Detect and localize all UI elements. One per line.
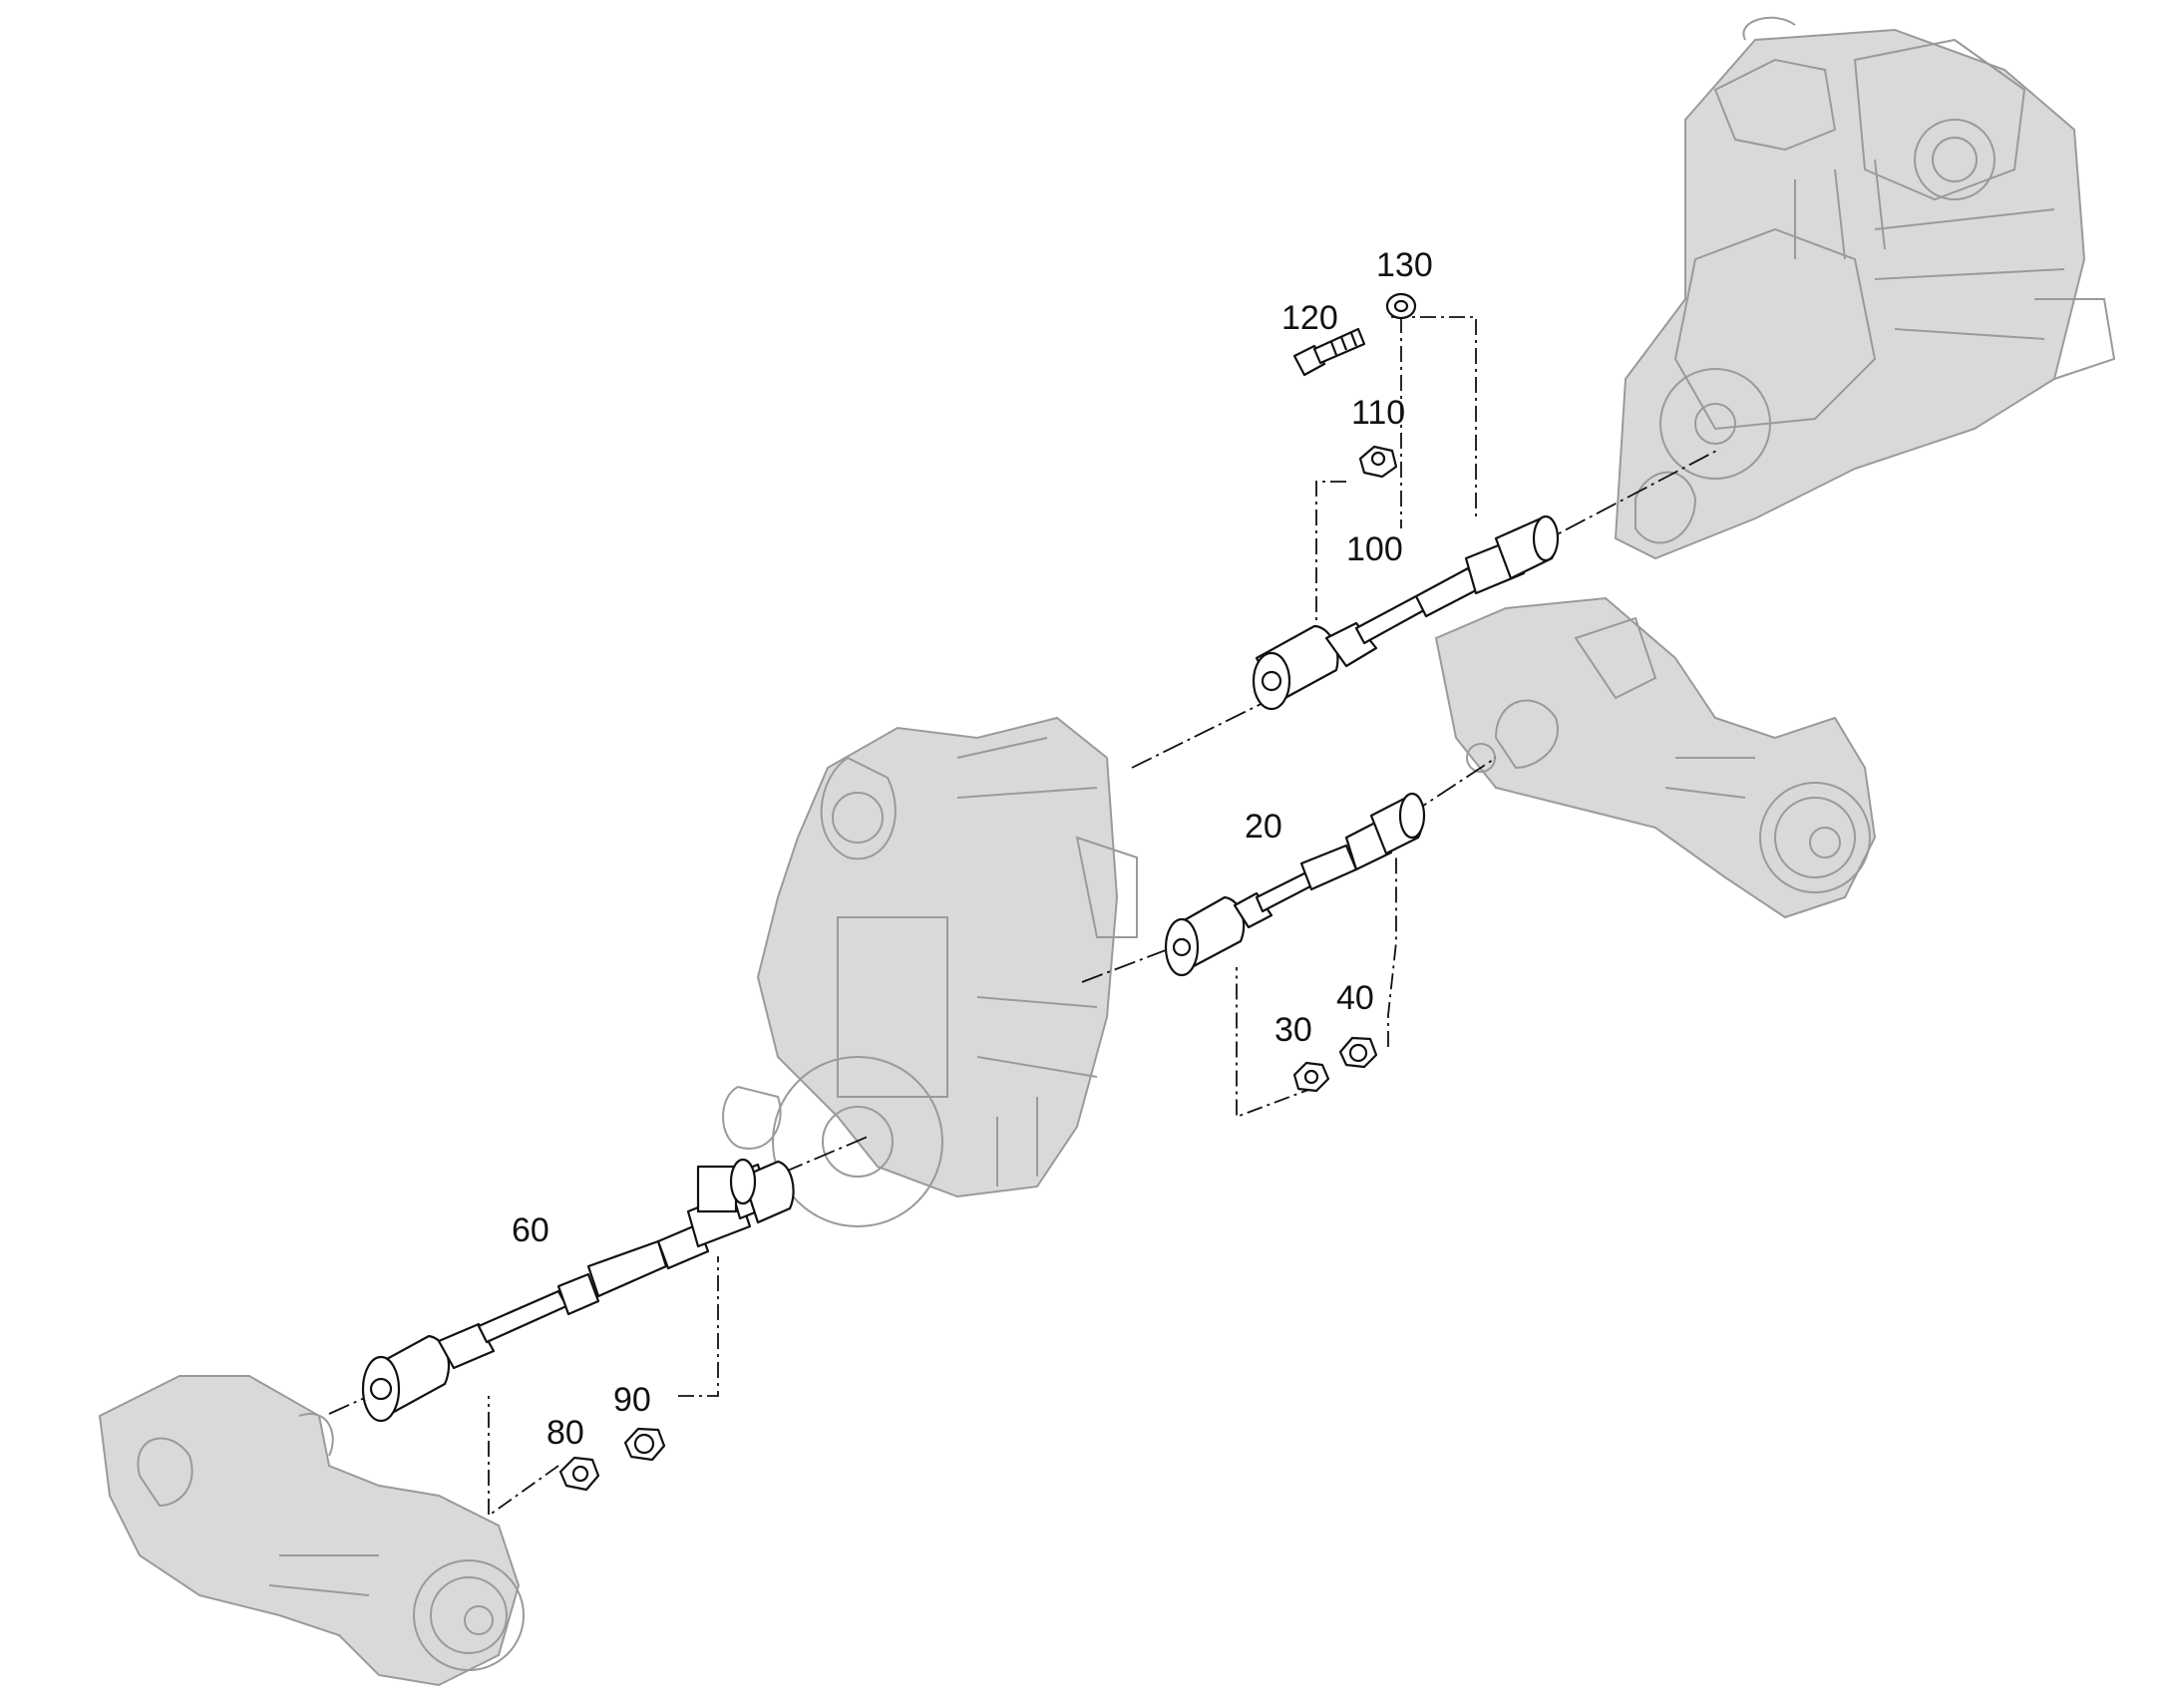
washer-130[interactable] [1385, 292, 1417, 320]
label-100: 100 [1346, 530, 1403, 568]
engine-assembly [1614, 16, 2116, 560]
front-axle-assembly [98, 1375, 525, 1687]
label-120: 120 [1281, 299, 1338, 337]
label-90: 90 [613, 1381, 651, 1419]
label-30: 30 [1274, 1011, 1312, 1049]
propeller-shaft-100[interactable] [1252, 514, 1560, 711]
label-80: 80 [546, 1414, 584, 1452]
rear-axle-assembly [1434, 596, 1877, 919]
label-40: 40 [1336, 979, 1374, 1017]
nut-110[interactable] [1358, 445, 1398, 479]
nut-40[interactable] [1338, 1036, 1378, 1069]
propeller-shaft-20[interactable] [1164, 792, 1426, 977]
bolt-120[interactable] [1292, 327, 1366, 377]
label-20: 20 [1245, 808, 1282, 846]
leader-lines [488, 316, 1477, 1518]
part-labels: 130 120 110 100 20 40 30 60 90 80 [512, 246, 1433, 1452]
nut-30[interactable] [1292, 1061, 1330, 1093]
label-130: 130 [1376, 246, 1433, 284]
transmission-assembly [722, 716, 1138, 1227]
nut-90[interactable] [623, 1427, 666, 1462]
nut-80[interactable] [558, 1456, 600, 1492]
label-60: 60 [512, 1211, 549, 1249]
label-110: 110 [1351, 394, 1405, 432]
propeller-shaft-60[interactable] [361, 1158, 795, 1423]
